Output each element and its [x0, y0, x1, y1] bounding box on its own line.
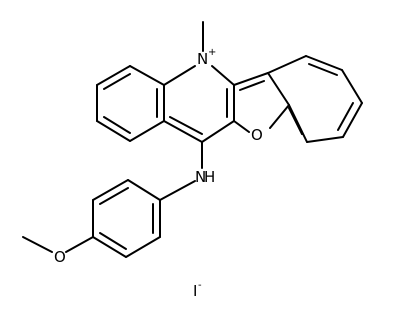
methoxy-oxygen-label: O [54, 248, 66, 266]
ring-nitrogen-label: N [197, 50, 208, 68]
o-methyl-bond [22, 236, 53, 253]
furan-ring [233, 72, 290, 133]
iodide-label: I [193, 282, 197, 300]
furan-oxygen-label: O [251, 126, 263, 144]
left-benzene-ring [96, 65, 165, 142]
nh-aryl-bond [159, 180, 196, 201]
aryl-o-bond [65, 236, 94, 253]
iodide-charge: - [198, 280, 202, 291]
amine-hydrogen-label: H [204, 168, 215, 186]
amine-nitrogen-label: N [195, 168, 206, 186]
methoxyphenyl-ring [92, 179, 161, 258]
pyridinium-ring [163, 65, 235, 143]
right-benzene-ring [267, 55, 363, 143]
ring-nitrogen-charge: + [208, 47, 216, 58]
